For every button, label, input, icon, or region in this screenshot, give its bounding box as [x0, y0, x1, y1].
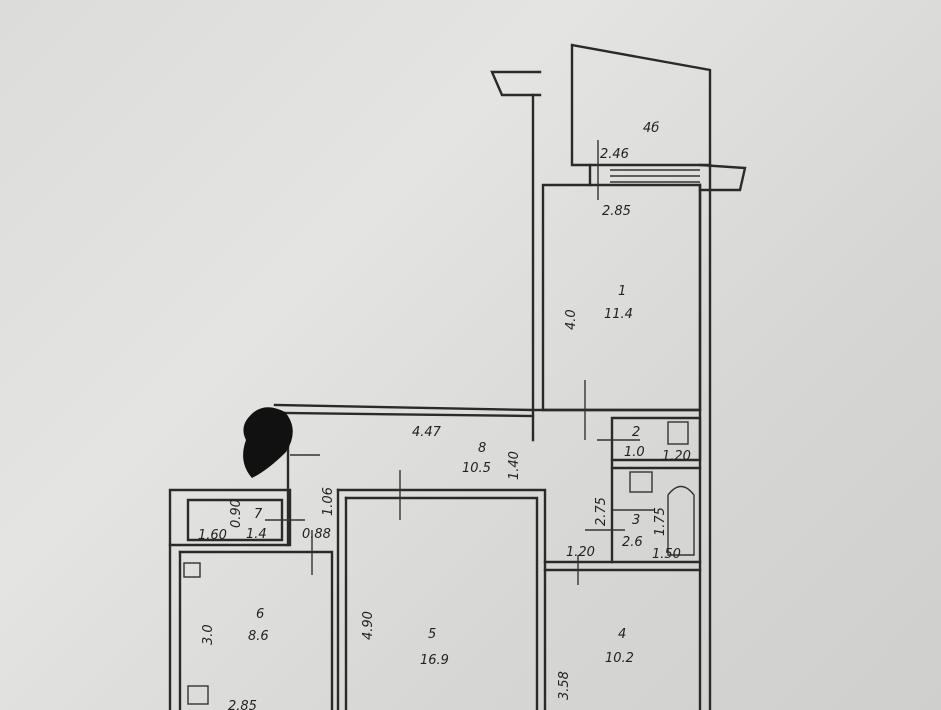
ink-smudge [243, 407, 293, 478]
corridor-top-wall [273, 403, 702, 412]
dim-room5-length: 4.90 [361, 611, 376, 640]
room-1-number: 1 [618, 284, 626, 299]
stair-ledge [490, 70, 542, 97]
dim-room1-width: 2.85 [602, 204, 631, 219]
dimension-labels: 2.46 2.85 4.0 4.47 1.40 1.20 2.75 1.75 1… [198, 147, 691, 710]
room-2-area: 1.0 [624, 445, 645, 460]
dim-room1-length: 4.0 [564, 309, 579, 330]
dim-room6-length: 3.0 [201, 624, 216, 645]
dim-corridor-length: 4.47 [412, 425, 442, 440]
room-6-inner [178, 550, 334, 710]
room-3-number: 3 [632, 513, 640, 528]
right-ledge [698, 163, 747, 192]
room-7-area: 1.4 [246, 527, 267, 542]
room-2-wall [610, 416, 702, 462]
walls [168, 43, 747, 710]
dim-room2-width: 1.20 [662, 449, 691, 464]
room-1-area: 11.4 [604, 307, 633, 322]
bathtub [667, 485, 695, 556]
room-5-number: 5 [428, 627, 436, 642]
dim-room7-door: 1.06 [321, 487, 336, 516]
corridor-top-inner [281, 411, 535, 418]
room-labels: 4б 1 11.4 2 1.0 3 2.6 4 10.2 5 16.9 6 8.… [246, 121, 659, 668]
room-3-area: 2.6 [622, 535, 643, 550]
room-4-number: 4 [618, 627, 626, 642]
room-6-stove [187, 685, 209, 705]
dim-balcony-width: 2.46 [600, 147, 629, 162]
room-4-area: 10.2 [605, 651, 634, 666]
room-7-inner [186, 498, 284, 542]
room-8-area: 10.5 [462, 461, 491, 476]
dim-corridor-side: 1.40 [507, 451, 522, 480]
room-7-number: 7 [254, 507, 263, 522]
dim-room4-length: 3.58 [557, 671, 572, 700]
dim-room3-width: 1.50 [652, 547, 681, 562]
dim-room7-width: 1.60 [198, 528, 227, 543]
dim-room7-side: 0.88 [302, 527, 331, 542]
dim-bath-length: 1.75 [653, 507, 668, 536]
balcony-area: 4б [643, 121, 659, 136]
room-7-wall [168, 488, 292, 547]
room-5-inner [344, 496, 539, 710]
toilet [629, 471, 653, 493]
sink [667, 421, 689, 445]
room-6-area: 8.6 [248, 629, 269, 644]
dim-room3-length: 2.75 [594, 497, 609, 526]
room-5-wall [336, 488, 547, 710]
dim-room4-top: 1.20 [566, 545, 595, 560]
room-6-fixture [183, 562, 201, 578]
dim-room6-width: 2.85 [228, 699, 257, 710]
room-6-number: 6 [256, 607, 264, 622]
room-2-number: 2 [632, 425, 640, 440]
room-8-number: 8 [478, 441, 486, 456]
room-5-area: 16.9 [420, 653, 449, 668]
balcony-wall [570, 43, 712, 167]
dim-room7-depth: 0.90 [229, 499, 244, 528]
